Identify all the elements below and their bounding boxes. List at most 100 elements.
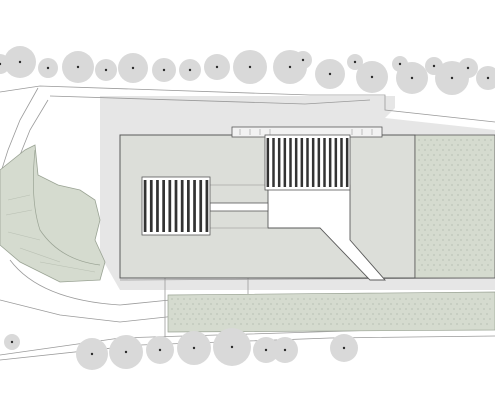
stipple-dot <box>474 323 476 325</box>
stipple-dot <box>438 313 440 315</box>
stipple-dot <box>472 259 474 261</box>
stipple-dot <box>417 318 419 320</box>
stipple-dot <box>201 308 203 310</box>
stipple-dot <box>441 318 443 320</box>
stipple-dot <box>273 298 275 300</box>
stipple-dot <box>327 298 329 300</box>
stipple-dot <box>469 174 471 176</box>
stipple-dot <box>330 303 332 305</box>
stipple-dot <box>460 199 462 201</box>
stipple-dot <box>466 229 468 231</box>
stipple-dot <box>475 204 477 206</box>
stipple-dot <box>433 154 435 156</box>
stipple-dot <box>447 318 449 320</box>
stipple-dot <box>315 298 317 300</box>
stipple-dot <box>420 323 422 325</box>
stipple-dot <box>294 323 296 325</box>
solar-array-north <box>264 134 351 191</box>
stipple-dot <box>237 308 239 310</box>
stipple-dot <box>475 264 477 266</box>
stipple-dot <box>445 234 447 236</box>
stipple-dot <box>490 259 492 261</box>
stipple-dot <box>472 169 474 171</box>
stipple-dot <box>457 154 459 156</box>
stipple-dot <box>429 318 431 320</box>
stipple-dot <box>399 308 401 310</box>
tree-trunk-dot <box>486 76 490 80</box>
solar-panel-row <box>174 180 178 232</box>
south-tree-4 <box>146 336 174 364</box>
stipple-dot <box>478 199 480 201</box>
stipple-dot <box>469 144 471 146</box>
stipple-dot <box>448 269 450 271</box>
stipple-dot <box>486 313 488 315</box>
stipple-dot <box>454 139 456 141</box>
stipple-dot <box>466 249 468 251</box>
tree-trunk-dot <box>215 65 219 69</box>
stipple-dot <box>442 139 444 141</box>
stipple-dot <box>288 303 290 305</box>
stipple-dot <box>436 259 438 261</box>
stipple-dot <box>243 308 245 310</box>
stipple-dot <box>457 264 459 266</box>
stipple-dot <box>258 323 260 325</box>
stipple-dot <box>252 313 254 315</box>
stipple-dot <box>177 298 179 300</box>
stipple-dot <box>472 229 474 231</box>
stipple-dot <box>490 149 492 151</box>
stipple-dot <box>210 323 212 325</box>
stipple-dot <box>430 219 432 221</box>
stipple-dot <box>462 303 464 305</box>
stipple-dot <box>427 224 429 226</box>
tree-trunk-dot <box>353 60 357 64</box>
north-tree-21 <box>294 51 312 69</box>
stipple-dot <box>484 169 486 171</box>
stipple-dot <box>481 214 483 216</box>
stipple-dot <box>448 149 450 151</box>
stipple-dot <box>436 149 438 151</box>
stipple-dot <box>418 249 420 251</box>
stipple-dot <box>427 154 429 156</box>
stipple-dot <box>463 164 465 166</box>
stipple-dot <box>423 298 425 300</box>
stipple-dot <box>484 229 486 231</box>
stipple-dot <box>483 318 485 320</box>
stipple-dot <box>450 323 452 325</box>
stipple-dot <box>279 318 281 320</box>
stipple-dot <box>451 174 453 176</box>
stipple-dot <box>228 303 230 305</box>
stipple-dot <box>183 298 185 300</box>
stipple-dot <box>459 318 461 320</box>
stipple-dot <box>418 229 420 231</box>
stipple-dot <box>276 323 278 325</box>
stipple-dot <box>472 249 474 251</box>
stipple-dot <box>487 204 489 206</box>
stipple-dot <box>309 308 311 310</box>
tree-trunk-dot <box>410 76 414 80</box>
stipple-dot <box>474 313 476 315</box>
stipple-dot <box>442 179 444 181</box>
solar-panel-row <box>180 180 184 232</box>
stipple-dot <box>249 298 251 300</box>
stipple-dot <box>240 313 242 315</box>
stipple-dot <box>454 189 456 191</box>
stipple-dot <box>460 209 462 211</box>
stipple-dot <box>442 149 444 151</box>
stipple-dot <box>456 323 458 325</box>
stipple-dot <box>445 254 447 256</box>
stipple-dot <box>405 318 407 320</box>
stipple-dot <box>180 323 182 325</box>
stipple-dot <box>396 303 398 305</box>
stipple-dot <box>195 308 197 310</box>
stipple-dot <box>474 303 476 305</box>
stipple-dot <box>454 179 456 181</box>
stipple-dot <box>427 214 429 216</box>
stipple-dot <box>264 303 266 305</box>
south-tree-1 <box>4 334 20 350</box>
stipple-dot <box>303 318 305 320</box>
stipple-dot <box>448 229 450 231</box>
stipple-dot <box>285 298 287 300</box>
stipple-dot <box>433 244 435 246</box>
stipple-dot <box>261 298 263 300</box>
stipple-dot <box>451 184 453 186</box>
